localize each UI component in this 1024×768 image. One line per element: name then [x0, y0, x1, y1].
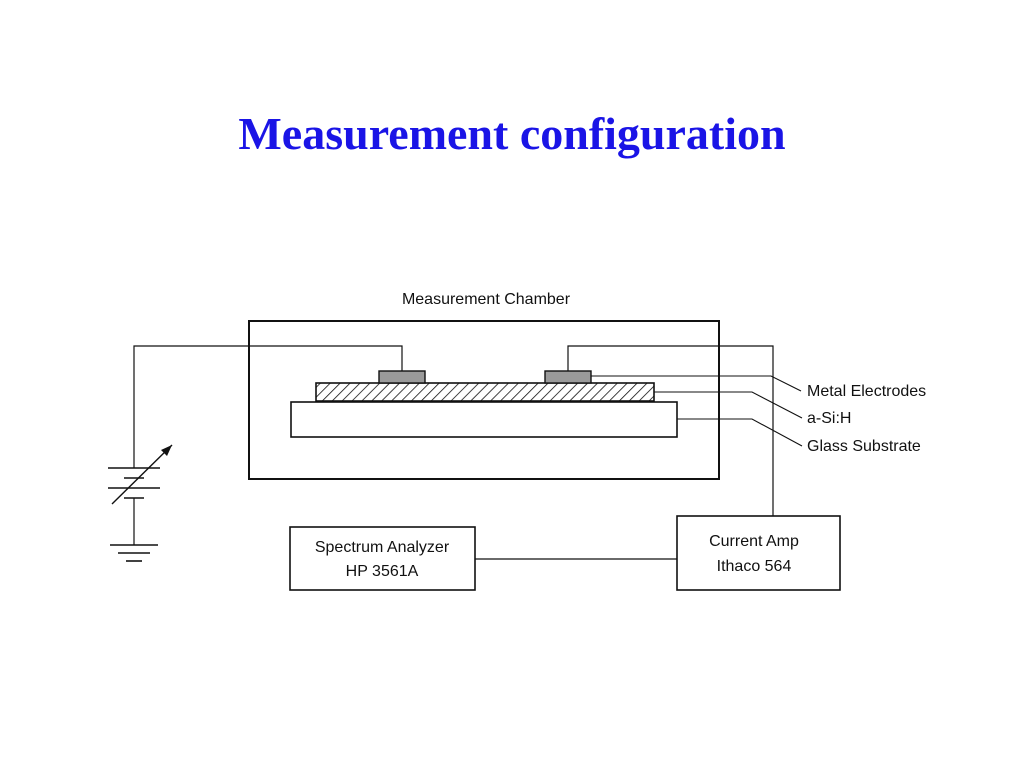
leader-metal-electrodes — [591, 375, 802, 392]
variable-bias-source — [108, 444, 173, 505]
leader-a-si-h — [654, 391, 803, 419]
arrow-head-icon — [161, 445, 172, 456]
current-amp-label: Current Amp — [709, 533, 799, 550]
spectrum-analyzer-model: HP 3561A — [346, 563, 419, 580]
slide-title: Measurement configuration — [238, 108, 786, 159]
a-si-h-layer — [315, 382, 655, 402]
metal-electrode-left — [378, 370, 426, 384]
ground-symbol — [110, 498, 158, 562]
wire-left-electrode — [133, 345, 403, 468]
current-amp-model: Ithaco 564 — [717, 558, 792, 575]
wire-right-electrode — [567, 345, 774, 516]
label-a-si-h: a-Si:H — [807, 410, 851, 427]
chamber-label: Measurement Chamber — [402, 291, 571, 308]
label-metal-electrodes: Metal Electrodes — [807, 383, 926, 400]
label-glass-substrate: Glass Substrate — [807, 438, 921, 455]
measurement-chamber — [248, 320, 720, 480]
spectrum-analyzer-box — [289, 526, 476, 591]
leader-glass-substrate — [677, 418, 803, 447]
metal-electrode-right — [544, 370, 592, 384]
spectrum-analyzer-label: Spectrum Analyzer — [315, 539, 450, 556]
glass-substrate — [290, 401, 678, 438]
current-amp-box — [676, 515, 841, 591]
